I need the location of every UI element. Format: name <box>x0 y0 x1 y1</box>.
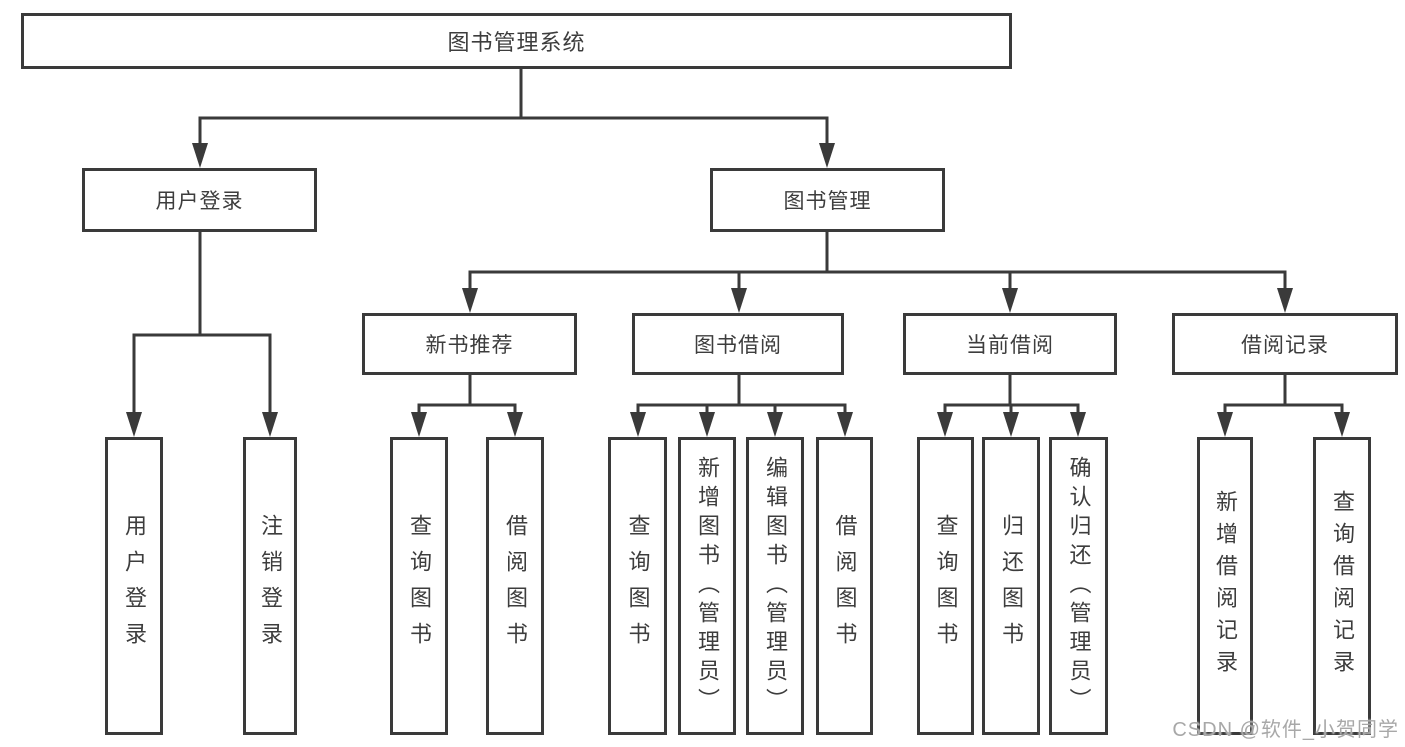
node-user-login: 用户登录 <box>82 168 317 232</box>
leaf-borrow-books-recommend: 借阅图书 <box>486 437 544 735</box>
node-label: 当前借阅 <box>966 334 1054 357</box>
leaf-user-login: 用户登录 <box>105 437 163 735</box>
leaf-query-books-borrow: 查询图书 <box>608 437 667 735</box>
leaf-label: 确认归还（管理员） <box>1066 455 1092 717</box>
leaf-return-books: 归还图书 <box>982 437 1040 735</box>
leaf-label: 注销登录 <box>258 514 283 658</box>
leaf-label: 查询图书 <box>625 514 651 658</box>
leaf-add-books-admin: 新增图书（管理员） <box>678 437 736 735</box>
node-library-management-system: 图书管理系统 <box>21 13 1012 69</box>
leaf-query-books-current: 查询图书 <box>917 437 974 735</box>
leaf-borrow-books: 借阅图书 <box>816 437 873 735</box>
node-label: 图书管理系统 <box>447 30 586 55</box>
node-current-borrowing: 当前借阅 <box>903 313 1117 375</box>
node-borrowing-records: 借阅记录 <box>1172 313 1398 375</box>
leaf-label: 查询图书 <box>407 514 432 658</box>
leaf-label: 用户登录 <box>122 514 147 658</box>
node-book-borrowing: 图书借阅 <box>632 313 844 375</box>
node-label: 图书借阅 <box>694 334 782 357</box>
leaf-label: 新增借阅记录 <box>1213 490 1238 682</box>
node-label: 用户登录 <box>155 190 244 213</box>
watermark: CSDN @软件_小贺同学 <box>1172 719 1399 741</box>
leaf-label: 借阅图书 <box>832 514 858 658</box>
node-book-management: 图书管理 <box>710 168 945 232</box>
leaf-confirm-return-admin: 确认归还（管理员） <box>1049 437 1108 735</box>
leaf-query-borrow-record: 查询借阅记录 <box>1313 437 1371 735</box>
leaf-edit-books-admin: 编辑图书（管理员） <box>746 437 804 735</box>
leaf-label: 归还图书 <box>999 514 1024 658</box>
leaf-query-books-recommend: 查询图书 <box>390 437 448 735</box>
leaf-label: 查询借阅记录 <box>1330 490 1355 682</box>
leaf-add-borrow-record: 新增借阅记录 <box>1197 437 1253 735</box>
leaf-label: 新增图书（管理员） <box>695 455 720 717</box>
node-label: 新书推荐 <box>425 334 514 357</box>
leaf-label: 查询图书 <box>933 514 959 658</box>
leaf-label: 借阅图书 <box>503 514 528 658</box>
node-label: 借阅记录 <box>1241 334 1329 357</box>
leaf-label: 编辑图书（管理员） <box>763 455 788 717</box>
node-label: 图书管理 <box>783 190 872 213</box>
leaf-logout: 注销登录 <box>243 437 297 735</box>
node-new-book-recommendation: 新书推荐 <box>362 313 577 375</box>
